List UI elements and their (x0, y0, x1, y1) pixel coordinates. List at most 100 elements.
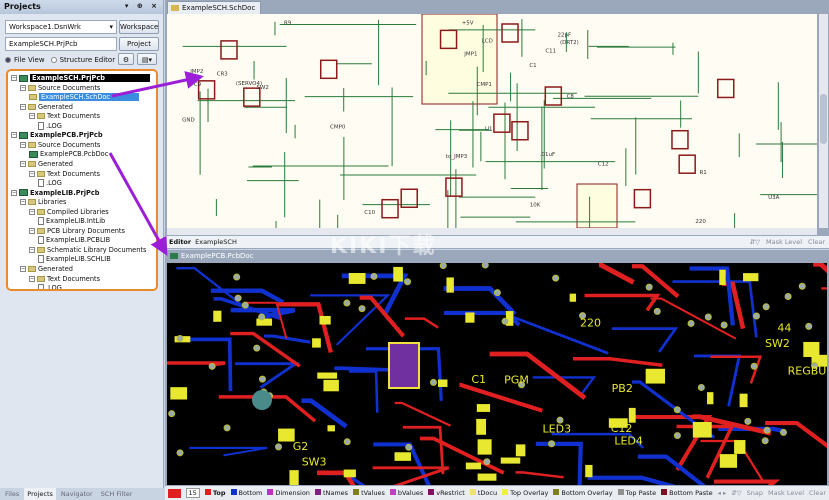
trace (372, 466, 450, 485)
tab-projects[interactable]: Projects (24, 488, 56, 500)
collapse-icon[interactable]: − (29, 275, 35, 282)
file-view-radio[interactable] (5, 57, 11, 63)
via (762, 303, 770, 311)
mask-level-button[interactable]: Mask Level (768, 489, 804, 497)
compile-icon[interactable]: ⚙ (118, 53, 134, 65)
tree-item[interactable]: −Compiled Libraries (29, 207, 109, 217)
tree-item[interactable]: .LOG (38, 121, 62, 131)
project-field[interactable]: ExampleSCH.PrjPcb (5, 37, 117, 51)
tree-item[interactable]: −Generated (20, 264, 73, 274)
tree-item[interactable]: −Source Documents (20, 140, 100, 150)
schematic-label: U3A (768, 195, 780, 201)
panel-bottom-tabs: Files Projects Navigator SCH Filter (0, 488, 164, 500)
layer-tab[interactable]: tNames (314, 489, 348, 497)
tab-files[interactable]: Files (5, 490, 20, 498)
projects-panel: Projects ▾ ⊕ × Workspace1.DsnWrk▾ Workspa… (0, 0, 164, 500)
tree-item[interactable]: ExampleLIB.IntLib (38, 216, 105, 226)
pad (645, 368, 666, 384)
collapse-icon[interactable]: − (29, 113, 35, 120)
layer-tab[interactable]: tDocu (469, 489, 497, 497)
tree-item[interactable]: −Schematic Library Documents (29, 245, 146, 255)
tree-item[interactable]: −ExampleSCH.PrjPcb (11, 73, 150, 83)
scroll-layers-icon[interactable]: ◂ ▸ (717, 489, 727, 497)
layer-tab[interactable]: Bottom (230, 489, 262, 497)
tree-item[interactable]: −ExamplePCB.PrjPcb (11, 130, 103, 140)
collapse-icon[interactable]: − (20, 199, 26, 206)
layer-tab[interactable]: bValues (389, 489, 423, 497)
panel-controls[interactable]: ▾ ⊕ × (124, 2, 160, 10)
tree-item[interactable]: −Text Documents (29, 274, 100, 284)
tree-item[interactable]: −ExampleLIB.PrjPcb (11, 188, 100, 198)
folder-icon (28, 141, 36, 148)
tree-item[interactable]: ExampleSCH.SchDoc (29, 92, 139, 102)
collapse-icon[interactable]: − (11, 132, 17, 139)
layer-tab[interactable]: Top Overlay (502, 489, 548, 497)
tab-pcb-document[interactable]: ExamplePCB.PcbDoc (167, 250, 259, 263)
tab-schematic-document[interactable]: ExampleSCH.SchDoc (167, 1, 262, 14)
collapse-icon[interactable]: − (29, 246, 35, 253)
collapse-icon[interactable]: − (20, 84, 26, 91)
collapse-icon[interactable]: − (29, 227, 35, 234)
horizontal-scrollbar[interactable] (167, 228, 817, 235)
tree-item[interactable]: −Generated (20, 159, 73, 169)
mask-level-button[interactable]: Mask Level (766, 238, 802, 246)
component-symbol (243, 87, 261, 107)
collapse-icon[interactable]: − (20, 160, 26, 167)
clear-button[interactable]: Clear (808, 238, 825, 246)
clear-button[interactable]: Clear (809, 489, 826, 497)
layer-tab[interactable]: Top Paste (617, 489, 656, 497)
tree-item[interactable]: ExampleLIB.SCHLIB (38, 254, 111, 264)
tree-item[interactable]: −Text Documents (29, 169, 100, 179)
tree-item[interactable]: .LOG (38, 178, 62, 188)
vertical-scrollbar[interactable] (819, 14, 828, 228)
workspace-dropdown[interactable]: Workspace1.DsnWrk▾ (5, 20, 117, 34)
tree-item-label: ExampleLIB.PCBLIB (46, 236, 111, 245)
via (358, 305, 366, 313)
trace (394, 401, 452, 427)
component-symbol (633, 188, 652, 209)
snap-button[interactable]: Snap (746, 489, 764, 497)
document-options-icon[interactable]: ▤▾ (137, 53, 157, 65)
layer-tab[interactable]: Bottom Overlay (553, 489, 613, 497)
collapse-icon[interactable]: − (29, 170, 35, 177)
layer-tab[interactable]: tValues (353, 489, 385, 497)
project-button[interactable]: Project (119, 37, 159, 51)
filter-icon[interactable]: ⇵▽ (731, 489, 742, 497)
collapse-icon[interactable]: − (11, 189, 17, 196)
tree-item[interactable]: .LOG (38, 283, 62, 289)
collapse-icon[interactable]: − (20, 266, 26, 272)
trace (210, 288, 285, 305)
collapse-icon[interactable]: − (29, 208, 35, 215)
pcb-canvas[interactable]: G2PGMSW3LED3LED444220REGBURSW2PB2C12C1 (167, 263, 827, 485)
trace (334, 366, 394, 372)
tab-navigator[interactable]: Navigator (60, 490, 93, 498)
tree-item[interactable]: −PCB Library Documents (29, 226, 125, 236)
collapse-icon[interactable]: − (20, 103, 26, 110)
workspace-button[interactable]: Workspace (119, 20, 159, 34)
via (763, 426, 771, 434)
structure-editor-radio[interactable] (50, 57, 57, 63)
filter-icon[interactable]: ⇵▽ (749, 238, 761, 246)
tree-item[interactable]: −Source Documents (20, 83, 100, 93)
layer-tab[interactable]: Bottom Paste (661, 489, 713, 497)
current-layer-swatch[interactable] (168, 488, 181, 498)
collapse-icon[interactable]: − (11, 75, 17, 81)
collapse-icon[interactable]: − (20, 141, 26, 148)
tree-item[interactable]: −Generated (20, 102, 73, 112)
trace (348, 370, 379, 413)
via (798, 282, 806, 290)
tree-item[interactable]: ExamplePCB.PcbDoc (29, 149, 108, 159)
trace (402, 425, 445, 475)
layer-tab[interactable]: Top (204, 489, 226, 497)
pad (811, 354, 827, 367)
layer-tab[interactable]: vRestrict (428, 489, 465, 497)
editor-value: ExampleSCH (195, 238, 237, 246)
pad (289, 470, 299, 485)
layer-tab[interactable]: Dimension (267, 489, 310, 497)
tree-item[interactable]: −Text Documents (29, 111, 100, 121)
tree-item[interactable]: −Libraries (20, 197, 66, 207)
tab-sch-filter[interactable]: SCH Filter (100, 490, 133, 498)
trace (489, 351, 587, 400)
tree-item[interactable]: ExampleLIB.PCBLIB (38, 235, 110, 245)
